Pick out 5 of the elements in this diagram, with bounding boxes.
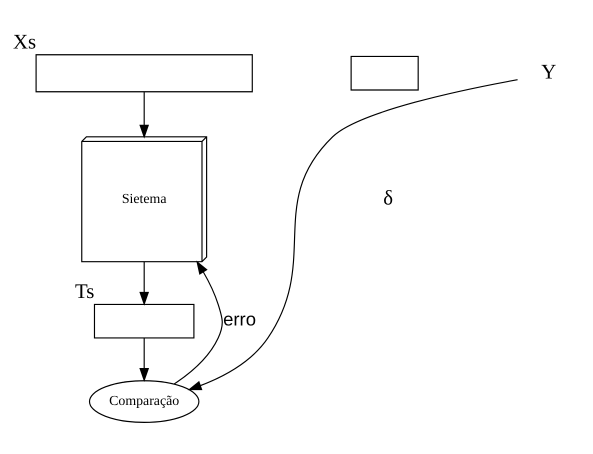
edge-label: erro — [223, 308, 256, 330]
node-label: Xs — [12, 30, 36, 54]
label: δ — [383, 186, 394, 210]
node-label: Ts — [74, 280, 94, 303]
node-text: Y — [541, 60, 556, 84]
